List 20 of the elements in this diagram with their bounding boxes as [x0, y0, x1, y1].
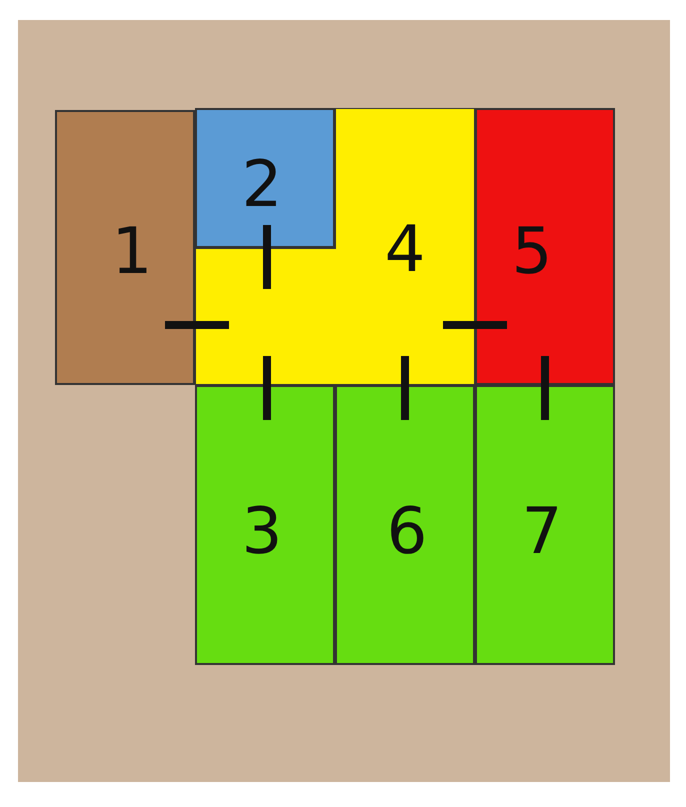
- room-number: 1: [112, 220, 152, 284]
- room-number: 4: [384, 218, 426, 282]
- door-mark: [541, 356, 549, 420]
- door-mark: [263, 356, 271, 420]
- room-number: 3: [242, 500, 282, 564]
- room-number: 2: [242, 153, 282, 217]
- door-mark: [263, 225, 271, 289]
- room: [475, 385, 615, 665]
- door-mark: [443, 321, 507, 329]
- room-number: 7: [522, 500, 562, 564]
- room: [55, 110, 195, 385]
- room: [335, 385, 475, 665]
- room-number: 5: [512, 220, 552, 284]
- l-shaped-room: [195, 108, 475, 385]
- door-mark: [401, 356, 409, 420]
- room: [195, 385, 335, 665]
- room-number: 6: [386, 500, 428, 564]
- room: [195, 108, 335, 248]
- door-mark: [165, 321, 229, 329]
- room: [475, 108, 615, 385]
